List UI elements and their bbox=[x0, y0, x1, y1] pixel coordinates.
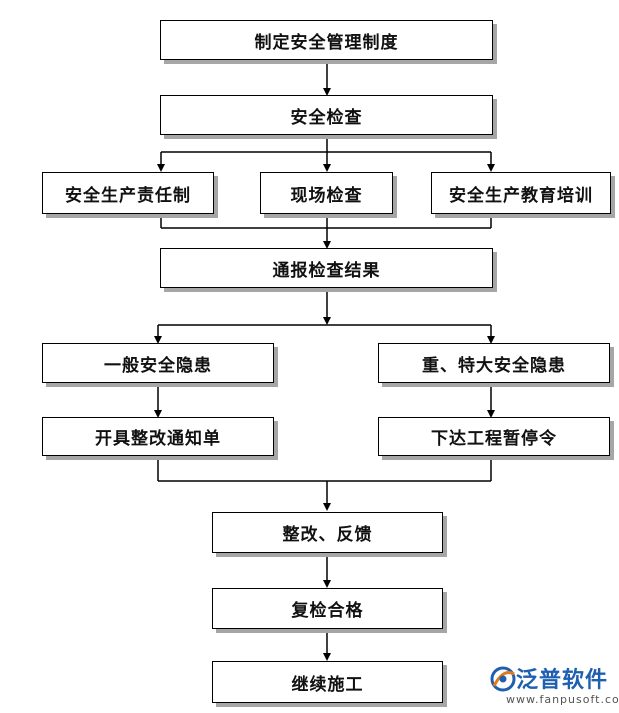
node-step1: 制定安全管理制度 bbox=[160, 20, 493, 60]
node-branch-right: 安全生产教育培训 bbox=[431, 172, 611, 214]
watermark-logo: 泛普软件 www.fanpusoft.com bbox=[488, 660, 619, 710]
node-hazard-general: 一般安全隐患 bbox=[42, 343, 274, 383]
node-rectify: 整改、反馈 bbox=[212, 512, 443, 553]
node-continue: 继续施工 bbox=[212, 661, 443, 703]
node-notice: 开具整改通知单 bbox=[42, 417, 274, 456]
node-report: 通报检查结果 bbox=[160, 248, 493, 288]
node-branch-mid: 现场检查 bbox=[260, 172, 393, 214]
node-branch-left: 安全生产责任制 bbox=[42, 172, 214, 214]
watermark-url: www.fanpusoft.com bbox=[506, 693, 619, 706]
node-step2: 安全检查 bbox=[160, 95, 493, 135]
node-hazard-major: 重、特大安全隐患 bbox=[378, 343, 610, 383]
node-stop-order: 下达工程暂停令 bbox=[378, 417, 610, 456]
watermark-brand: 泛普软件 bbox=[516, 668, 609, 693]
node-recheck: 复检合格 bbox=[212, 588, 443, 629]
brand-mark-icon bbox=[490, 666, 516, 692]
